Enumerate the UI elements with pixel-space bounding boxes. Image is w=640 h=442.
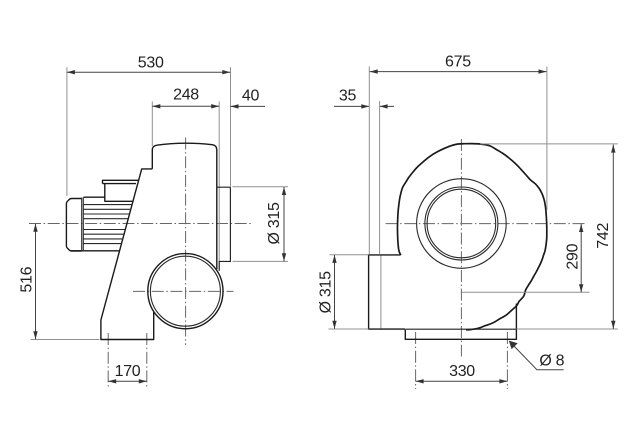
svg-text:290: 290 bbox=[565, 243, 582, 269]
svg-text:Ø 315: Ø 315 bbox=[318, 271, 335, 313]
svg-text:Ø 315: Ø 315 bbox=[266, 202, 283, 244]
svg-text:170: 170 bbox=[115, 363, 141, 380]
svg-text:330: 330 bbox=[449, 363, 475, 380]
svg-text:40: 40 bbox=[242, 88, 260, 105]
svg-text:Ø 8: Ø 8 bbox=[539, 353, 564, 370]
svg-text:675: 675 bbox=[445, 54, 471, 71]
svg-text:516: 516 bbox=[18, 266, 35, 292]
svg-text:530: 530 bbox=[138, 55, 164, 72]
svg-text:742: 742 bbox=[595, 223, 612, 249]
svg-text:248: 248 bbox=[173, 87, 199, 104]
svg-text:35: 35 bbox=[339, 88, 357, 105]
